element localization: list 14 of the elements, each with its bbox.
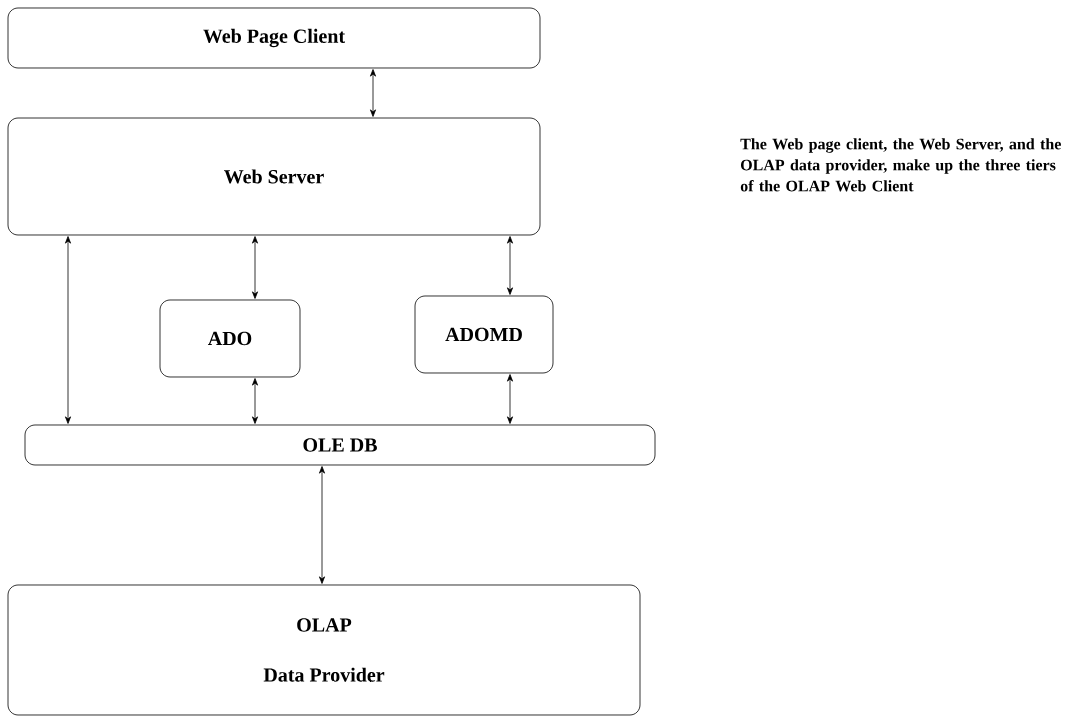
process-box: Web Server xyxy=(7,117,541,236)
arrow xyxy=(65,236,71,424)
arrow xyxy=(370,69,376,117)
arrow xyxy=(252,378,258,424)
arrow xyxy=(507,236,513,295)
arrow xyxy=(252,236,258,299)
process-box: Web Page Client xyxy=(7,7,541,69)
process-box: OLE DB xyxy=(24,424,656,466)
process-box: ADOMD xyxy=(414,295,554,374)
process-box: ADO xyxy=(159,299,301,378)
note-text: The Web page client, the Web Server, and the OLAP data provider, make up the three tiers of the OLAP Web Client xyxy=(740,138,1061,192)
arrow xyxy=(319,466,325,584)
process-box: OLAP Data Provider xyxy=(7,584,641,716)
arrow xyxy=(507,374,513,424)
